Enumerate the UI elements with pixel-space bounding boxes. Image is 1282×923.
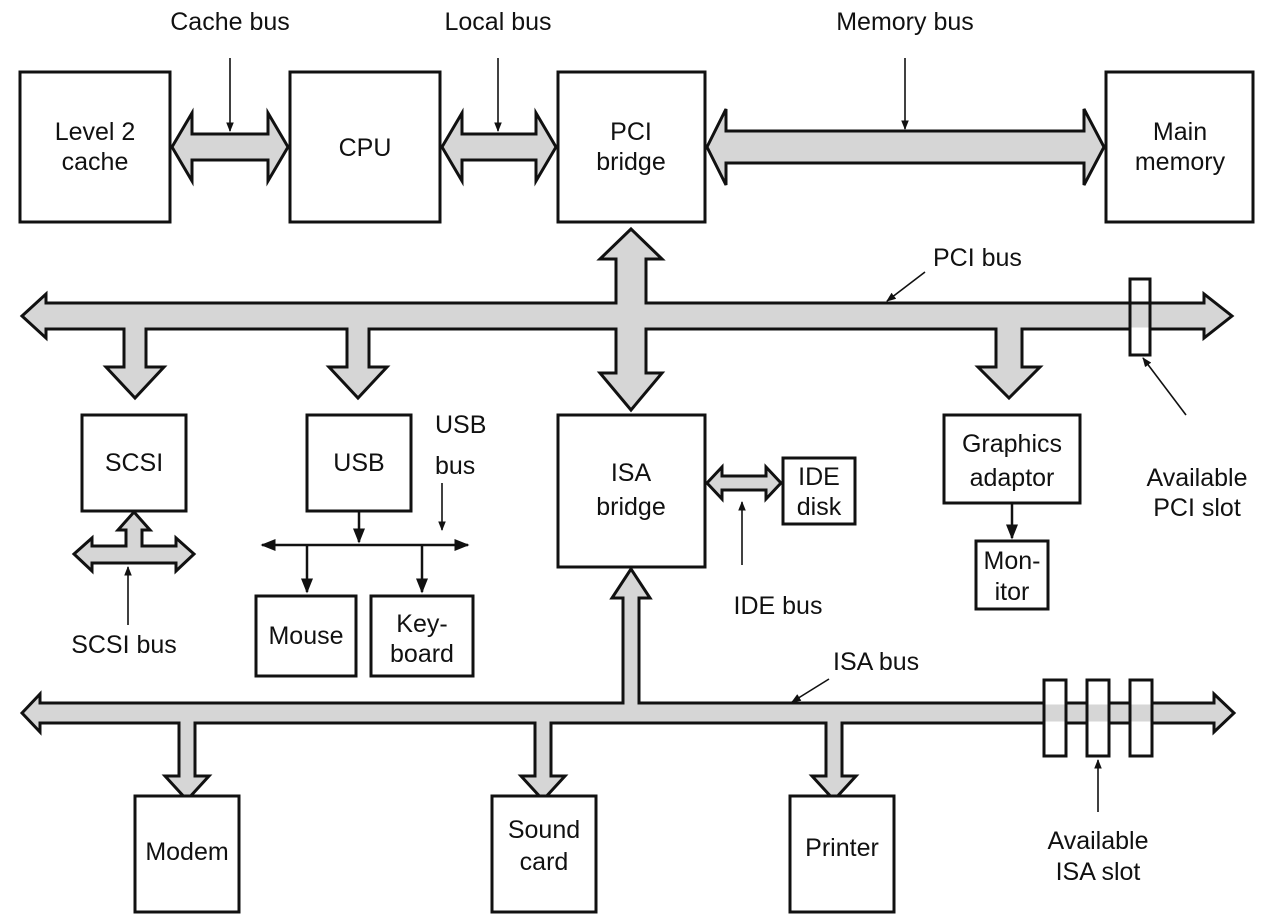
isa-bus-label: ISA bus	[833, 648, 919, 676]
pci-bridge-label-2: bridge	[596, 148, 666, 176]
sound-card-label-2: card	[520, 848, 569, 876]
ide-disk-label-1: IDE	[798, 463, 840, 491]
isa-bus-arrow	[19, 566, 1237, 803]
isa-slot-1-overlap	[1045, 704, 1065, 722]
available-pci-slot-pointer	[1142, 357, 1187, 416]
isa-bridge-box	[556, 413, 707, 569]
printer-box	[788, 794, 896, 914]
usb-bus-label-1: USB	[435, 411, 486, 439]
pci-bus-arrow	[19, 226, 1235, 413]
available-isa-slot-label-2: ISA slot	[1056, 858, 1141, 886]
isa-bus-pointer	[791, 678, 830, 703]
isa-bridge-label-2: bridge	[596, 493, 666, 521]
scsi-label: SCSI	[105, 449, 163, 477]
memory-bus-arrow	[705, 108, 1106, 186]
main-memory-label-2: memory	[1135, 148, 1226, 176]
keyboard-label-1: Key-	[396, 610, 447, 638]
ide-disk-box	[781, 456, 857, 526]
mouse-box	[254, 594, 358, 678]
main-memory-box	[1104, 70, 1255, 224]
monitor-label-1: Mon-	[984, 547, 1041, 575]
pci-bridge-box	[556, 70, 707, 224]
scsi-bus-arrow	[71, 509, 197, 575]
sound-card-label-1: Sound	[508, 816, 580, 844]
ide-disk-label-2: disk	[797, 493, 842, 521]
level-2-cache-box	[18, 70, 172, 224]
pci-bus-label: PCI bus	[933, 244, 1022, 272]
usb-box	[305, 413, 413, 513]
monitor-box	[974, 539, 1050, 611]
available-pci-slot-label-1: Available	[1146, 464, 1247, 492]
level-2-cache-label-2: cache	[62, 148, 129, 176]
memory-bus-label: Memory bus	[836, 8, 974, 36]
pci-bus-pointer	[886, 271, 926, 302]
isa-bridge-label-1: ISA	[611, 459, 652, 487]
ide-bus-label: IDE bus	[734, 592, 823, 620]
modem-box	[133, 794, 241, 914]
ide-bus-arrow	[704, 463, 784, 503]
keyboard-label-2: board	[390, 640, 454, 668]
local-bus-label: Local bus	[444, 8, 551, 36]
level-2-cache-label-1: Level 2	[55, 118, 136, 146]
graphics-adaptor-box	[942, 413, 1082, 505]
graphics-adaptor-label-2: adaptor	[970, 464, 1055, 492]
monitor-label-2: itor	[995, 578, 1030, 606]
main-memory-label-1: Main	[1153, 118, 1207, 146]
cpu-label: CPU	[339, 134, 392, 162]
cache-bus-arrow	[170, 107, 290, 187]
usb-label: USB	[333, 449, 384, 477]
available-pci-slot-label-2: PCI slot	[1153, 494, 1241, 522]
printer-label: Printer	[805, 834, 879, 862]
mouse-label: Mouse	[268, 622, 343, 650]
pci-slot-bus-overlap	[1131, 304, 1149, 328]
keyboard-box	[369, 594, 475, 678]
sound-card-box	[490, 794, 598, 914]
cpu-box	[288, 70, 442, 224]
pci-bridge-label-1: PCI	[610, 118, 652, 146]
local-bus-arrow	[440, 107, 558, 187]
scsi-box	[80, 413, 188, 513]
usb-bus-label-2: bus	[435, 452, 475, 480]
graphics-adaptor-label-1: Graphics	[962, 430, 1062, 458]
available-isa-slot-label-1: Available	[1047, 827, 1148, 855]
cache-bus-label: Cache bus	[170, 8, 290, 36]
scsi-bus-label: SCSI bus	[71, 631, 177, 659]
isa-slot-2-overlap	[1088, 704, 1108, 722]
modem-label: Modem	[145, 838, 228, 866]
isa-slot-3-overlap	[1131, 704, 1151, 722]
